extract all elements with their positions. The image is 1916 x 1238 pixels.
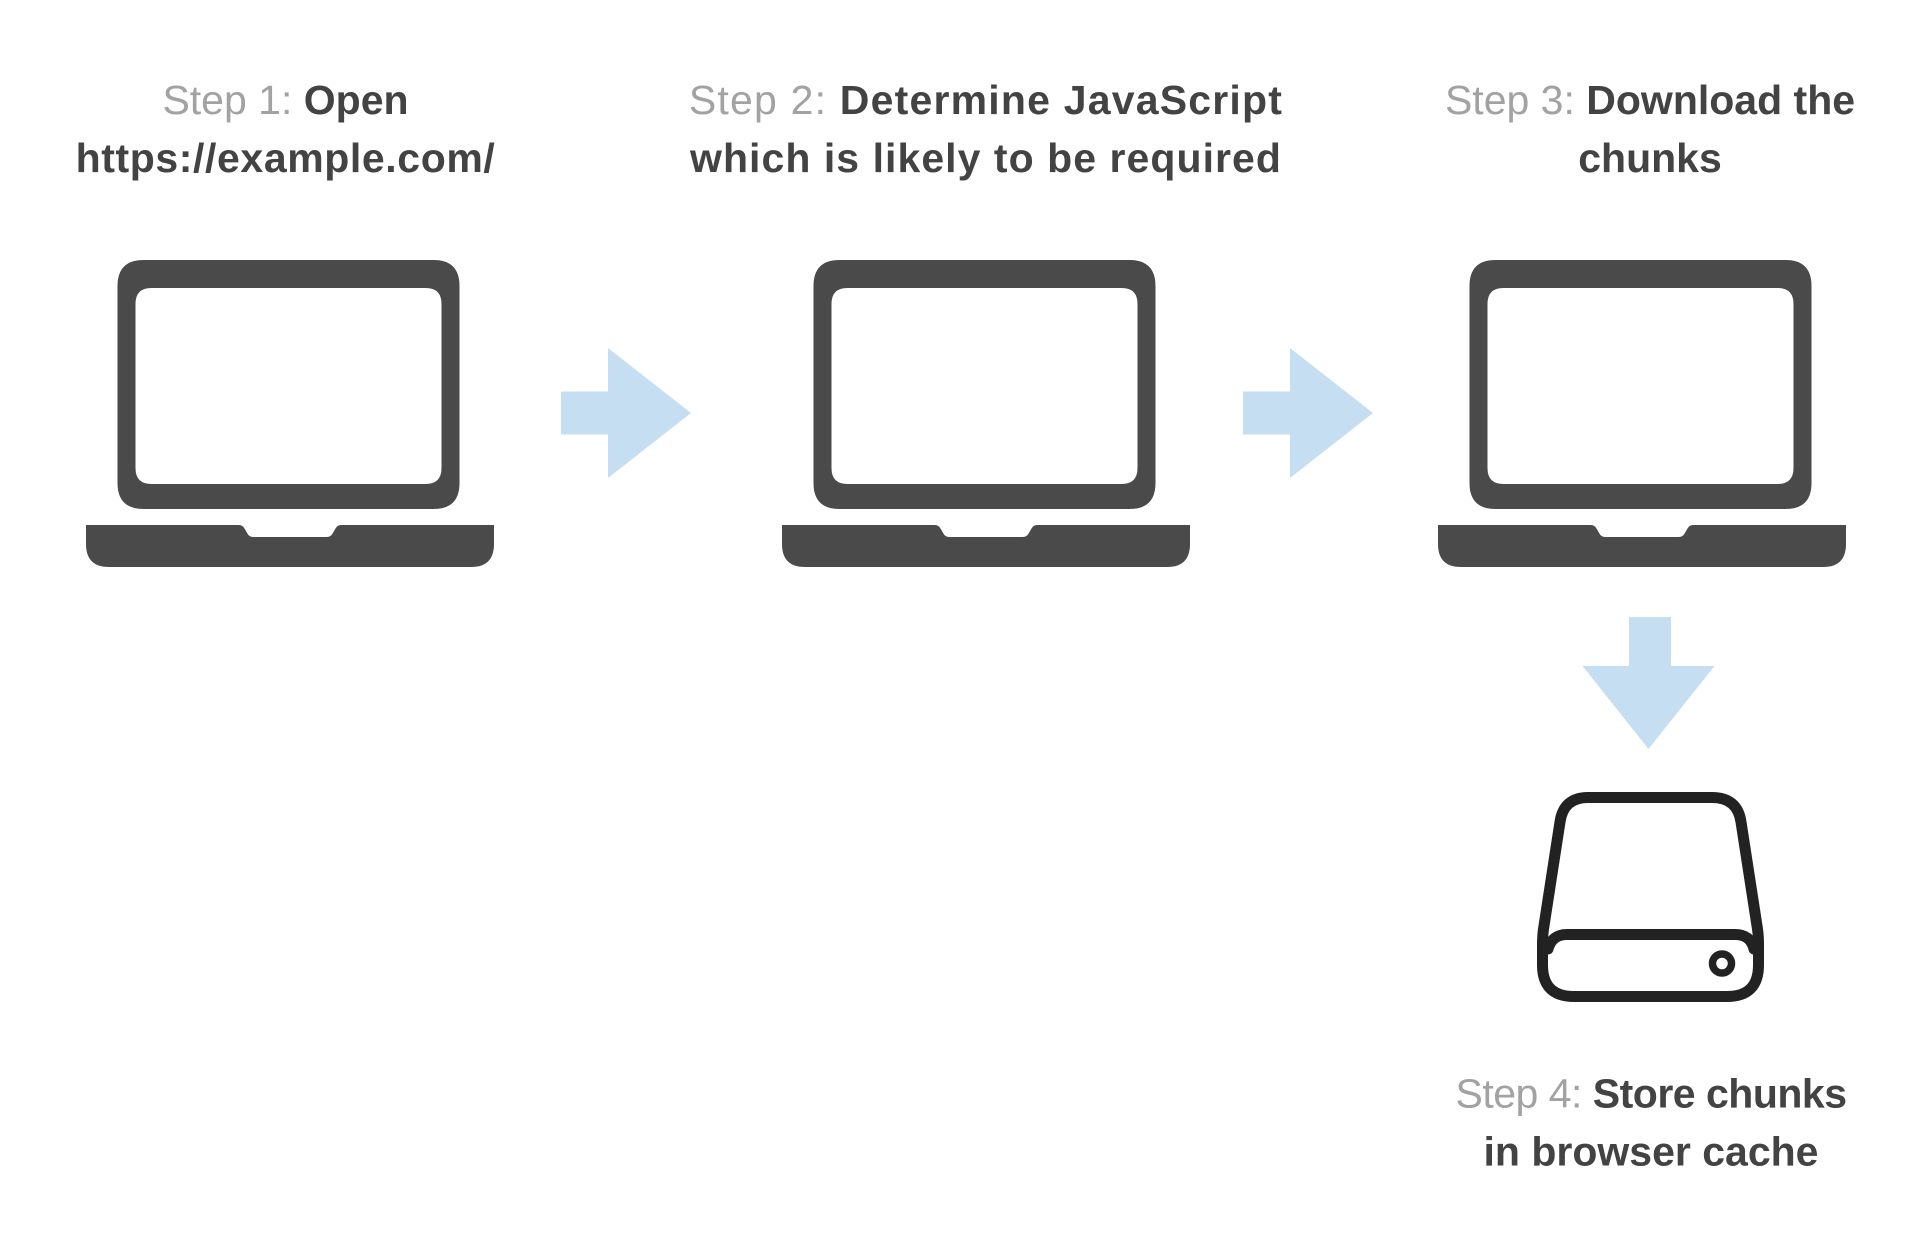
svg-text:which is likely to be required: which is likely to be required — [689, 135, 1282, 181]
svg-text:https://example.com/: https://example.com/ — [76, 135, 496, 181]
svg-text:chunks: chunks — [1578, 135, 1722, 181]
svg-text:Step 3: Download the: Step 3: Download the — [1445, 77, 1855, 123]
svg-text:Step 4: Store chunks: Step 4: Store chunks — [1455, 1071, 1846, 1117]
svg-text:Step 2: Determine JavaScript: Step 2: Determine JavaScript — [689, 77, 1283, 123]
svg-text:in browser cache: in browser cache — [1484, 1129, 1819, 1175]
svg-text:Step 1: Open: Step 1: Open — [162, 77, 408, 123]
